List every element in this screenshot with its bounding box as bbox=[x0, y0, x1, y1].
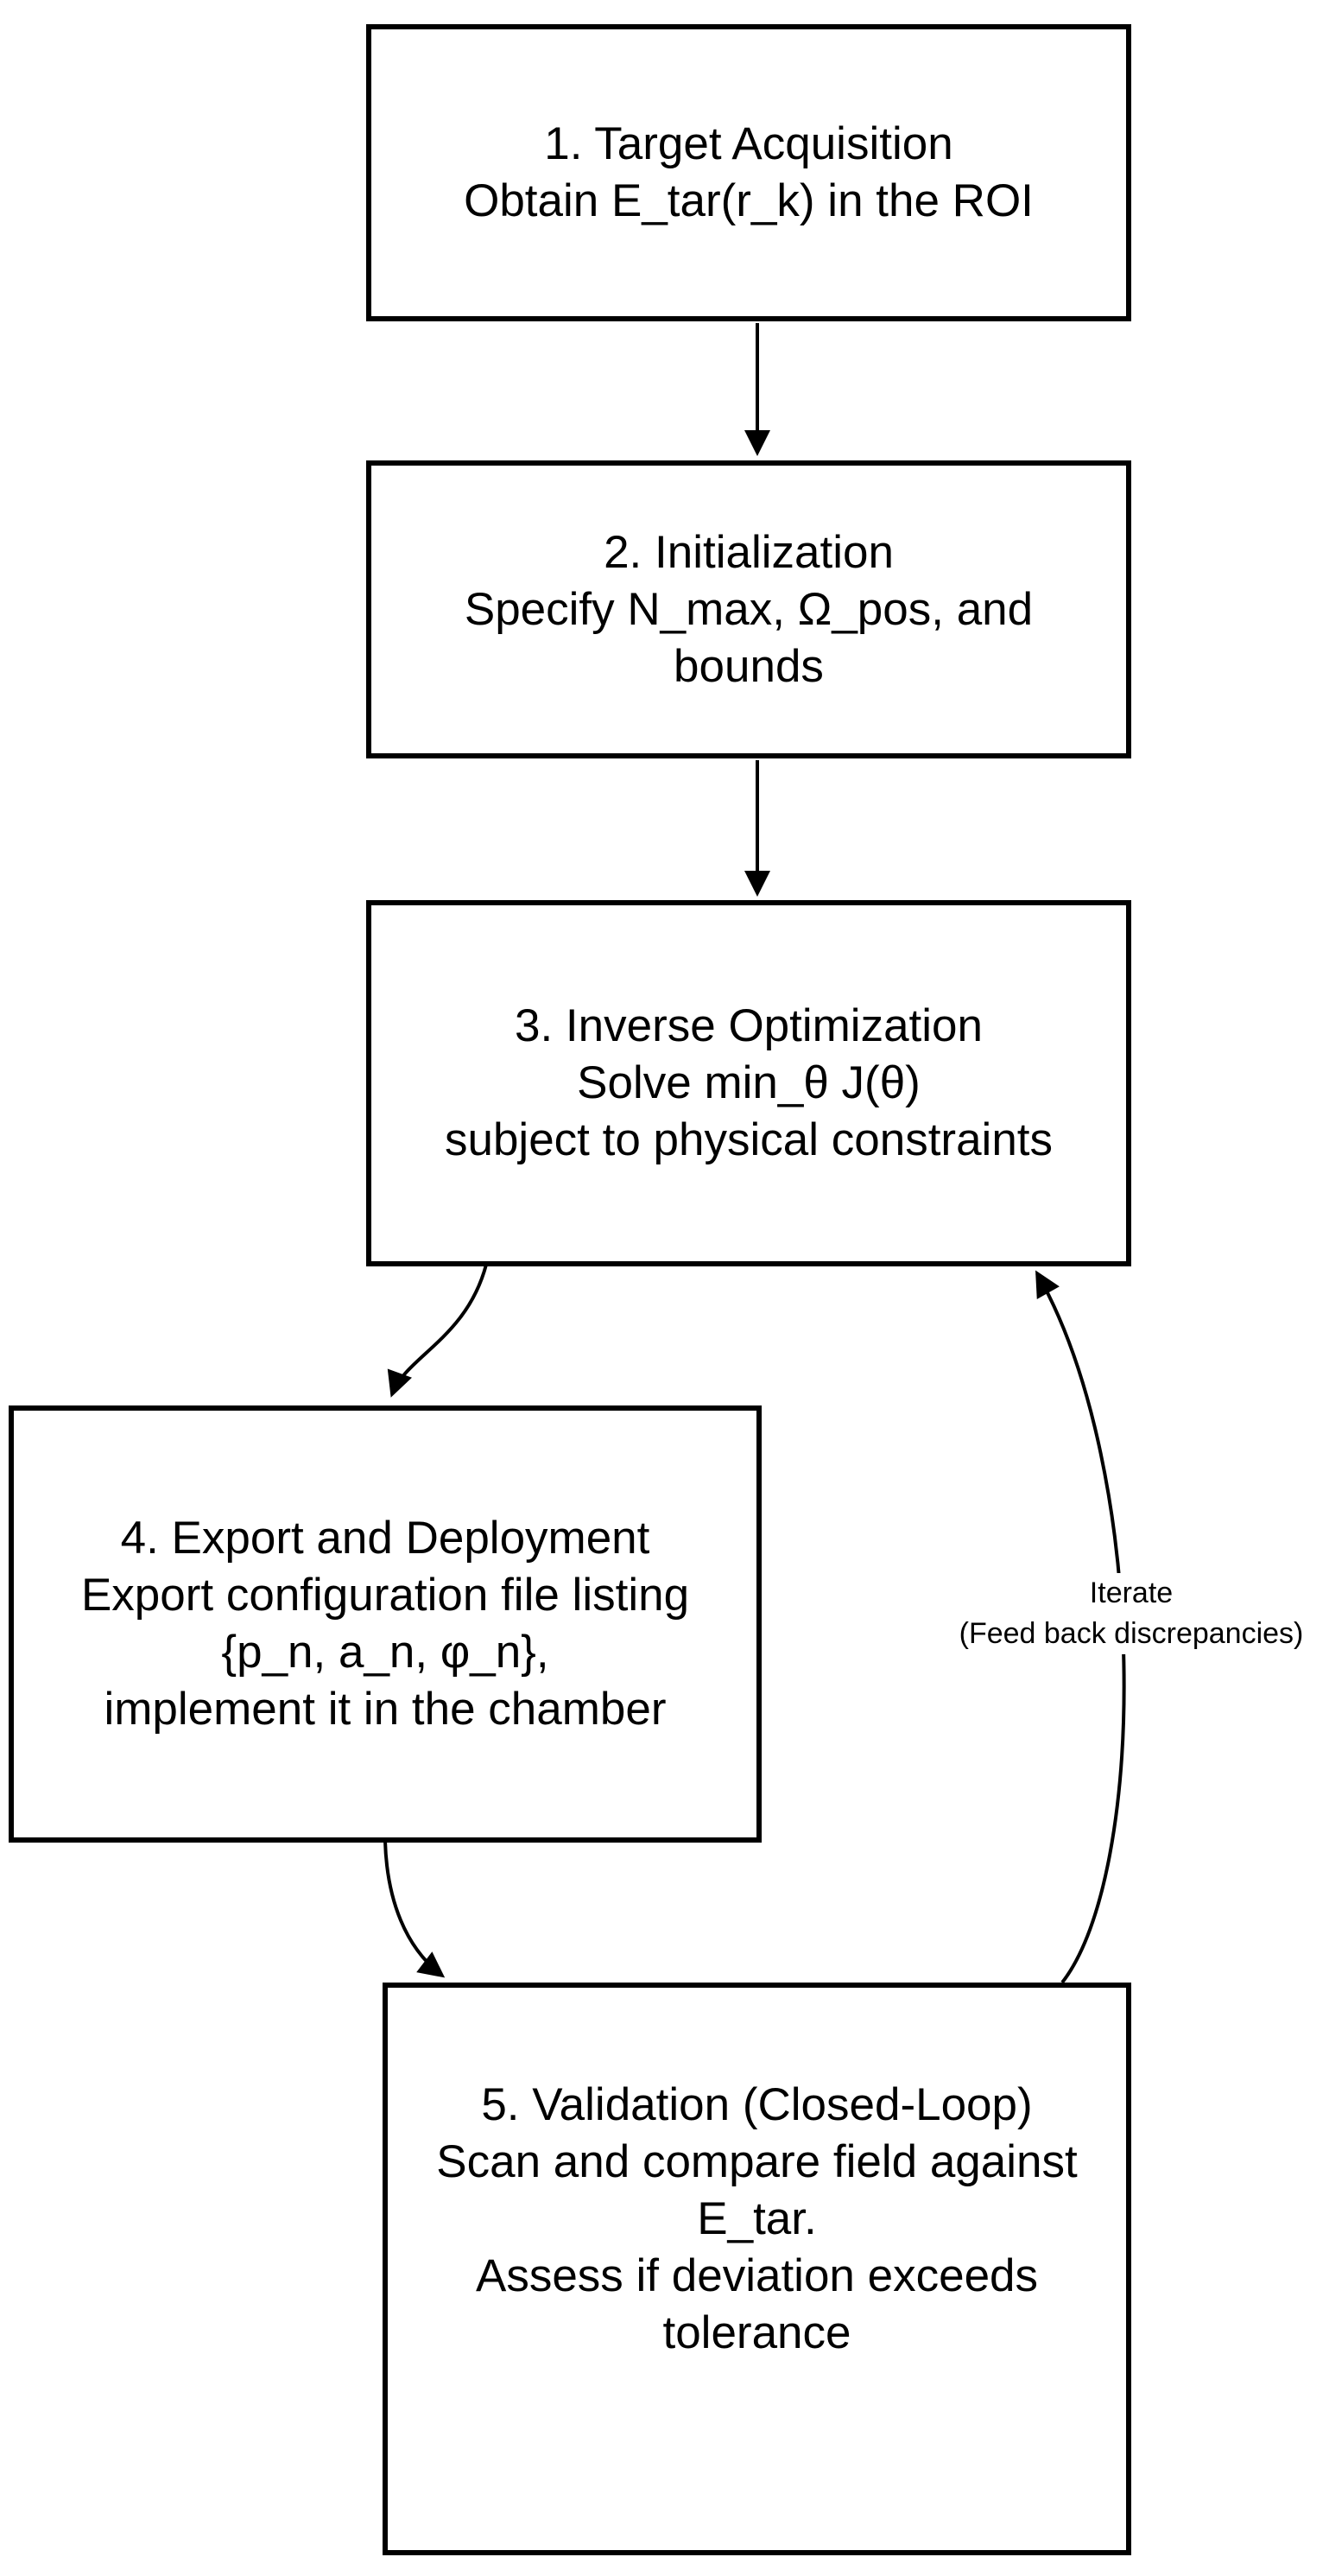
flow-step-4-text: Export configuration file listing bbox=[80, 1570, 690, 1621]
flow-step-2-text: bounds bbox=[674, 640, 824, 692]
flow-step-inverse-optimization: 3. Inverse Optimization Solve min_θ J(θ)… bbox=[366, 900, 1131, 1266]
iterate-edge-label-line: (Feed back discrepancies) bbox=[959, 1617, 1304, 1650]
flow-step-3-title: 3. Inverse Optimization bbox=[514, 1000, 983, 1051]
flow-step-1-title: 1. Target Acquisition bbox=[544, 118, 953, 169]
flow-step-initialization: 2. Initialization Specify N_max, Ω_pos, … bbox=[366, 460, 1131, 758]
flow-step-5-title: 5. Validation (Closed-Loop) bbox=[481, 2079, 1033, 2130]
flow-step-3-text: Solve min_θ J(θ) bbox=[577, 1057, 921, 1108]
edge-step5-to-step3-iterate-arrow bbox=[1035, 1270, 1126, 1984]
flow-step-4-text: implement it in the chamber bbox=[104, 1684, 667, 1735]
flow-step-5-text: tolerance bbox=[662, 2307, 851, 2358]
flow-step-4-text: {p_n, a_n, φ_n}, bbox=[221, 1627, 549, 1678]
flow-step-5-text: E_tar. bbox=[697, 2193, 817, 2244]
edge-step3-to-step4-arrow bbox=[387, 1264, 488, 1398]
flow-step-export-and-deployment: 4. Export and Deployment Export configur… bbox=[9, 1405, 762, 1843]
flow-step-1-text: Obtain E_tar(r_k) in the ROI bbox=[464, 175, 1034, 226]
flow-step-validation-closed-loop: 5. Validation (Closed-Loop) Scan and com… bbox=[383, 1983, 1131, 2555]
flow-step-2-text: Specify N_max, Ω_pos, and bbox=[464, 583, 1034, 635]
iterate-edge-label-line: Iterate bbox=[1089, 1577, 1174, 1609]
flow-step-5-text: Scan and compare field against bbox=[436, 2136, 1078, 2187]
flow-step-target-acquisition: 1. Target Acquisition Obtain E_tar(r_k) … bbox=[366, 24, 1131, 321]
flow-step-5-text: Assess if deviation exceeds bbox=[475, 2250, 1039, 2301]
flow-step-4-title: 4. Export and Deployment bbox=[120, 1513, 650, 1564]
iterate-edge-label: Iterate (Feed back discrepancies) bbox=[934, 1573, 1328, 1654]
flow-step-3-text: subject to physical constraints bbox=[444, 1114, 1054, 1165]
flow-step-2-title: 2. Initialization bbox=[604, 526, 894, 578]
edge-step4-to-step5-arrow bbox=[383, 1840, 446, 1978]
